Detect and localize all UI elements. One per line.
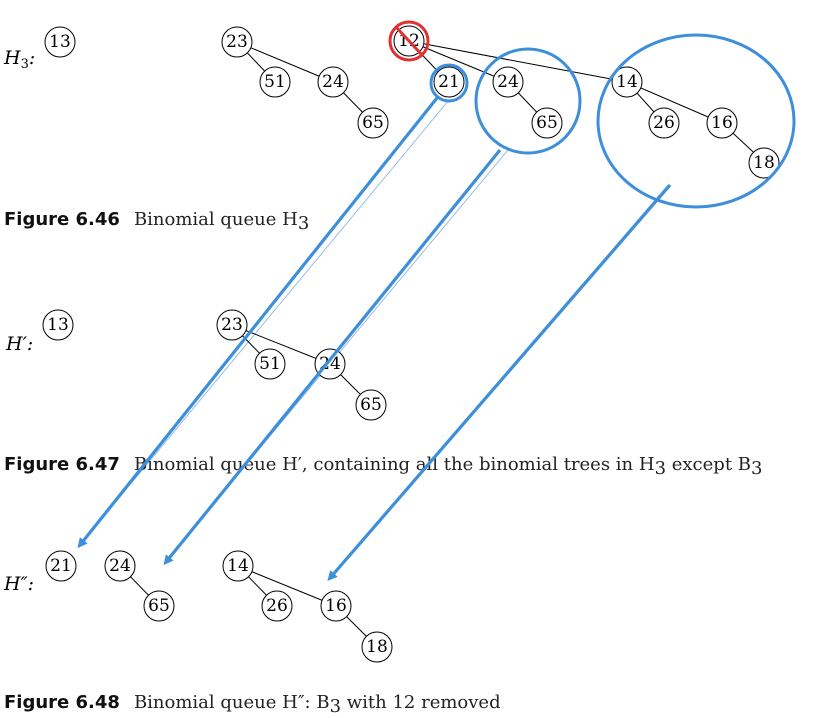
node: 21 [433, 66, 465, 98]
svg-text:13: 13 [49, 32, 71, 52]
node: 23 [216, 309, 248, 341]
caption-fig-6-46: Figure 6.46 Binomial queue H3 [4, 209, 309, 234]
svg-text:16: 16 [325, 596, 347, 616]
svg-text:65: 65 [360, 395, 382, 415]
arrow-move-14 [327, 183, 672, 582]
highlight-tree-24 [474, 47, 582, 155]
node: 21 [45, 550, 77, 582]
node: 24 [492, 66, 524, 98]
svg-text:51: 51 [259, 354, 281, 374]
svg-text:21: 21 [438, 72, 460, 92]
node: 51 [254, 348, 286, 380]
guide-lines [79, 99, 669, 579]
node: 65 [357, 107, 389, 139]
guide-line-21 [79, 99, 450, 546]
node: 65 [531, 107, 563, 139]
queue-hdouble: H″: 21 24 65 14 26 16 18 [3, 550, 393, 663]
svg-text:14: 14 [227, 556, 249, 576]
caption-fig-6-48: Figure 6.48 Binomial queue H″: B3 with 1… [4, 692, 501, 717]
node: 65 [143, 590, 175, 622]
queue-label-hprime: H′: [5, 333, 33, 355]
highlight-tree-14 [596, 33, 796, 209]
node: 24 [314, 348, 346, 380]
node: 51 [259, 66, 291, 98]
svg-text:21: 21 [50, 556, 72, 576]
node: 13 [42, 309, 74, 341]
node: 16 [706, 107, 738, 139]
queue-hprime: H′: 13 23 51 24 65 [5, 309, 387, 421]
highlight-tree-21 [429, 63, 469, 103]
arrow-move-21 [77, 97, 439, 549]
removed-root-cross [394, 25, 425, 58]
queue-label-hdouble: H″: [3, 573, 34, 595]
node: 18 [748, 147, 780, 179]
svg-text:13: 13 [47, 315, 69, 335]
node: 23 [221, 26, 253, 58]
svg-text:23: 23 [226, 32, 248, 52]
svg-text:18: 18 [366, 637, 388, 657]
node: 16 [320, 590, 352, 622]
node: 18 [361, 631, 393, 663]
svg-text:24: 24 [497, 72, 519, 92]
node: 13 [44, 26, 76, 58]
caption-fig-6-47: Figure 6.47 Binomial queue H′, containin… [4, 454, 762, 479]
queue-label-h3: H3: [3, 47, 35, 72]
svg-text:65: 65 [148, 596, 170, 616]
svg-text:18: 18 [753, 153, 775, 173]
svg-text:26: 26 [653, 113, 675, 133]
node: 26 [261, 590, 293, 622]
svg-text:24: 24 [109, 556, 131, 576]
svg-text:24: 24 [322, 72, 344, 92]
svg-text:23: 23 [221, 315, 243, 335]
node: 14 [611, 66, 643, 98]
svg-text:51: 51 [264, 72, 286, 92]
node: 26 [648, 107, 680, 139]
svg-text:26: 26 [266, 596, 288, 616]
svg-text:24: 24 [319, 354, 341, 374]
arrow-move-24 [163, 148, 502, 566]
node: 24 [104, 550, 136, 582]
svg-text:14: 14 [616, 72, 638, 92]
node: 14 [222, 550, 254, 582]
removed-root-circle [388, 20, 430, 62]
svg-text:65: 65 [362, 113, 384, 133]
node: 65 [355, 389, 387, 421]
svg-text:16: 16 [711, 113, 733, 133]
svg-text:65: 65 [536, 113, 558, 133]
annotations [388, 20, 796, 209]
move-arrows [77, 97, 672, 582]
node: 24 [317, 66, 349, 98]
